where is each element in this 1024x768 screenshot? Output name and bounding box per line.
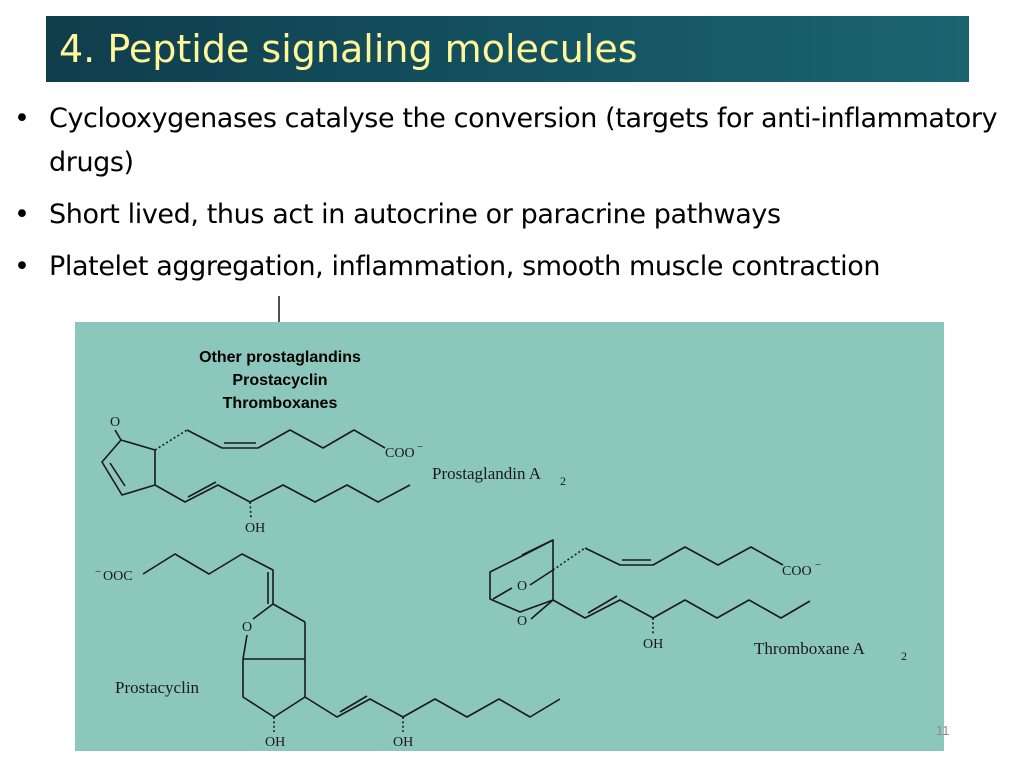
charge-label: −: [95, 566, 101, 578]
bullet-marker: •: [14, 199, 30, 230]
figure-header-line: Other prostaglandins: [199, 349, 361, 366]
slide-number: 11: [936, 723, 950, 738]
structures-canvas: Other prostaglandins Prostacyclin Thromb…: [95, 349, 907, 750]
compound-name-label: Prostaglandin A: [432, 464, 542, 483]
carboxylate-label: COO: [782, 564, 812, 579]
carboxylate-label: OOC: [103, 569, 133, 584]
hydroxyl-label: OH: [393, 735, 413, 750]
thromboxane-a2-structure: O O COO − OH Thromboxane A 2: [489, 539, 907, 663]
hydroxyl-label: OH: [265, 735, 285, 750]
figure-header-line: Prostacyclin: [232, 372, 327, 389]
bullet-item: • Platelet aggregation, inflammation, sm…: [8, 245, 1018, 289]
carbonyl-oxygen-label: O: [110, 415, 120, 430]
prostacyclin-structure: − OOC O OH OH Prostacyclin: [95, 553, 561, 750]
compound-name-label: Prostacyclin: [115, 678, 200, 697]
bullet-list: • Cyclooxygenases catalyse the conversio…: [8, 97, 1018, 297]
hydroxyl-label: OH: [245, 521, 265, 536]
ring-oxygen-label: O: [517, 579, 527, 594]
compound-name-label: Thromboxane A: [754, 639, 866, 658]
ring-oxygen-label: O: [517, 614, 527, 629]
eicosanoid-structures-figure: Other prostaglandins Prostacyclin Thromb…: [75, 322, 944, 751]
charge-label: −: [417, 441, 423, 453]
bullet-item: • Short lived, thus act in autocrine or …: [8, 193, 1018, 237]
bullet-text: Cyclooxygenases catalyse the conversion …: [49, 103, 998, 178]
prostaglandin-a2-structure: O COO − OH Prostaglandin A 2: [101, 415, 566, 536]
hydroxyl-label: OH: [643, 637, 663, 652]
bullet-marker: •: [14, 251, 30, 282]
charge-label: −: [815, 559, 821, 571]
bullet-text: Short lived, thus act in autocrine or pa…: [49, 199, 781, 230]
ring-oxygen-label: O: [242, 620, 252, 635]
compound-subscript-label: 2: [901, 649, 907, 663]
title-bar: 4. Peptide signaling molecules: [46, 16, 969, 82]
bullet-item: • Cyclooxygenases catalyse the conversio…: [8, 97, 1018, 185]
bullet-marker: •: [14, 103, 30, 134]
bullet-text: Platelet aggregation, inflammation, smoo…: [49, 251, 881, 282]
compound-subscript-label: 2: [560, 474, 566, 488]
carboxylate-label: COO: [385, 446, 415, 461]
slide-title: 4. Peptide signaling molecules: [59, 27, 638, 71]
figure-header-line: Thromboxanes: [223, 395, 338, 412]
